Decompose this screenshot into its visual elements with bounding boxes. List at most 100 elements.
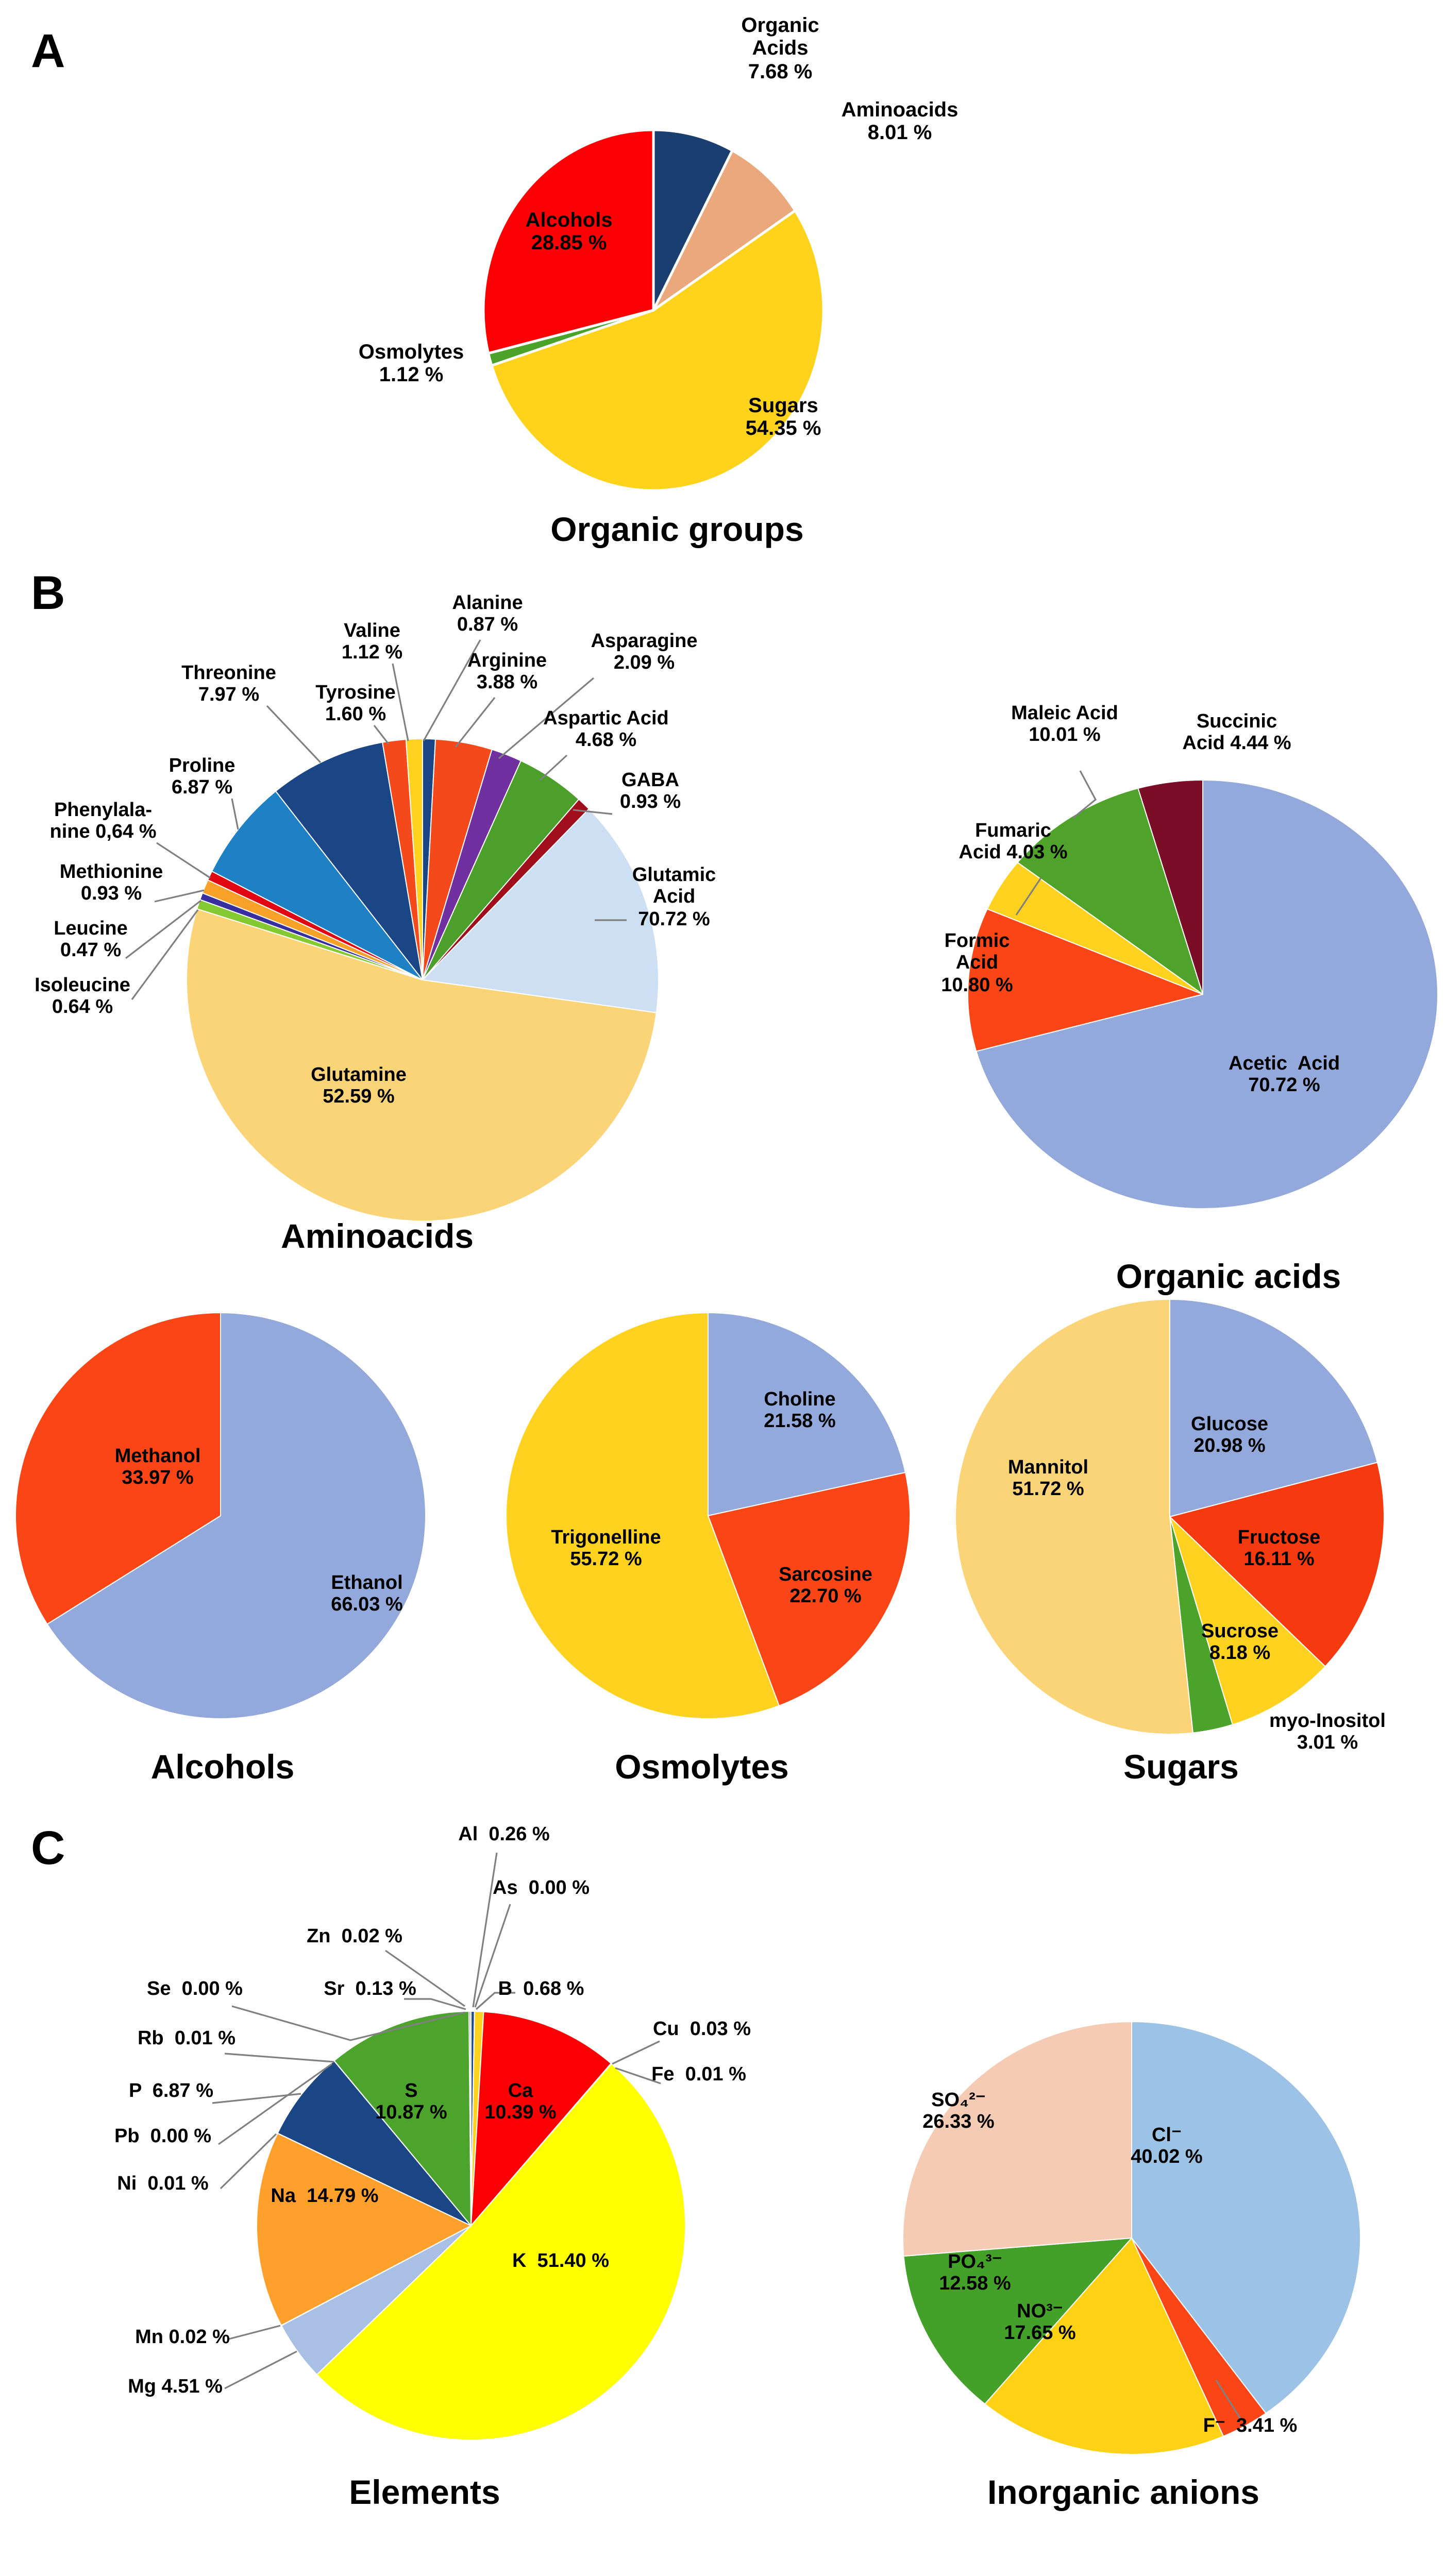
- leader-line-elements: [231, 2005, 465, 2041]
- leader-line-aminoacids: [231, 798, 239, 830]
- pie-slice-inorganic_anions-po43-: [903, 2238, 1132, 2405]
- slice-label-aminoacids-leucine: Leucine 0.47 %: [54, 918, 128, 962]
- slice-label-inorganic_anions-f-: F⁻ 3.41 %: [1203, 2415, 1298, 2437]
- leader-line-aminoacids: [573, 809, 613, 815]
- chart-title-osmolytes: Osmolytes: [615, 1748, 789, 1786]
- leader-line-aminoacids: [156, 842, 211, 879]
- leader-line-elements: [224, 2053, 334, 2063]
- slice-label-organic_groups-organic-acids: Organic Acids 7.68 %: [741, 14, 819, 83]
- pie-alcohols: [15, 1312, 427, 1719]
- pie-organic_acids: [967, 779, 1438, 1209]
- pie-slice-elements-zn: [470, 2010, 472, 2226]
- leader-line-aminoacids: [125, 900, 201, 959]
- pie-slice-organic_acids-maleic-acid: [1017, 788, 1203, 995]
- panel-label-b: B: [31, 566, 65, 619]
- slice-label-organic_acids-succinic-acid: Succinic Acid 4.44 %: [1182, 711, 1291, 755]
- leader-line-elements: [228, 2325, 281, 2340]
- pie-slice-organic_groups-sugars: [490, 209, 825, 492]
- leader-line-aminoacids: [392, 663, 409, 741]
- slice-label-organic_groups-aminoacids: Aminoacids 8.01 %: [841, 99, 959, 145]
- slice-label-elements-zn: Zn 0.02 %: [307, 1926, 402, 1947]
- pie-slice-sugars-glucose: [1169, 1299, 1378, 1517]
- leader-line-organic_acids: [1072, 770, 1097, 819]
- leader-line-elements: [224, 2350, 297, 2389]
- pie-organic_groups: [482, 128, 825, 492]
- pie-slice-elements-ca: [470, 2011, 612, 2226]
- pie-inorganic_anions: [902, 2021, 1361, 2455]
- slice-label-aminoacids-tyrosine: Tyrosine 1.60 %: [315, 682, 396, 726]
- slice-label-osmolytes-sarcosine: Sarcosine 22.70 %: [779, 1564, 872, 1608]
- pie-slice-inorganic_anions-cl-: [1131, 2021, 1361, 2414]
- chart-title-sugars: Sugars: [1123, 1748, 1239, 1786]
- slice-label-elements-fe: Fe 0.01 %: [651, 2064, 746, 2086]
- slice-label-sugars-mannitol: Mannitol 51.72 %: [1007, 1457, 1089, 1501]
- slice-label-elements-se: Se 0.00 %: [147, 1978, 243, 2000]
- pie-slice-elements-p: [277, 2060, 472, 2226]
- pie-slice-organic_acids-succinic-acid: [1137, 779, 1203, 995]
- leader-line-aminoacids: [131, 909, 199, 1000]
- slice-label-aminoacids-glutamic-acid: Glutamic Acid 70.72 %: [632, 865, 716, 930]
- pie-slice-organic_groups-alcohols: [482, 128, 655, 355]
- slice-label-organic_acids-acetic-acid: Acetic Acid 70.72 %: [1228, 1053, 1340, 1097]
- leader-line-aminoacids: [423, 639, 481, 741]
- slice-label-inorganic_anions-no3-: NO³⁻ 17.65 %: [1004, 2301, 1076, 2345]
- slice-label-organic_acids-fumaric-acid: Fumaric Acid 4.03 %: [959, 820, 1068, 864]
- panel-label-a: A: [31, 24, 65, 77]
- slice-label-aminoacids-phenylalanine: Phenylala- nine 0,64 %: [49, 800, 157, 843]
- pie-slice-sugars-mannitol: [955, 1299, 1193, 1735]
- slice-label-aminoacids-valine: Valine 1.12 %: [341, 620, 403, 664]
- slice-label-aminoacids-glutamine: Glutamine 52.59 %: [311, 1064, 407, 1108]
- pie-slice-elements-s: [333, 2011, 472, 2226]
- slice-label-elements-rb: Rb 0.01 %: [137, 2028, 236, 2049]
- pie-slice-elements-na: [256, 2132, 472, 2326]
- chart-title-aminoacids: Aminoacids: [280, 1217, 474, 1255]
- slice-label-organic_groups-alcohols: Alcohols 28.85 %: [525, 209, 613, 255]
- slice-label-elements-s: S 10.87 %: [375, 2080, 447, 2124]
- leader-line-aminoacids: [539, 754, 568, 781]
- pie-slice-alcohols-ethanol: [46, 1312, 427, 1719]
- pie-slice-organic_groups-organic-acids: [652, 128, 734, 312]
- pie-slice-organic_acids-formic-acid: [967, 908, 1203, 1052]
- slice-label-aminoacids-threonine: Threonine 7.97 %: [181, 663, 276, 706]
- pie-sugars: [955, 1299, 1385, 1735]
- slice-label-elements-mn: Mn 0.02 %: [135, 2327, 230, 2348]
- slice-label-aminoacids-isoleucine: Isoleucine 0.64 %: [35, 975, 130, 1019]
- pie-slice-aminoacids-valine: [405, 738, 423, 980]
- slice-label-sugars-fructose: Fructose 16.11 %: [1237, 1527, 1321, 1571]
- chart-title-organic_acids: Organic acids: [1116, 1257, 1341, 1295]
- slice-label-elements-na: Na 14.79 %: [271, 2185, 379, 2207]
- pie-aminoacids: [186, 738, 659, 1222]
- leader-line-aminoacids: [455, 697, 496, 748]
- slice-label-elements-al: Al 0.26 %: [458, 1824, 550, 1845]
- slice-label-inorganic_anions-so42-: SO₄²⁻ 26.33 %: [922, 2090, 995, 2133]
- pie-slice-sugars-fructose: [1169, 1462, 1385, 1667]
- slice-label-aminoacids-methionine: Methionine 0.93 %: [59, 861, 163, 905]
- pie-slice-aminoacids-glutamic-acid: [422, 808, 659, 1013]
- slice-label-elements-cu: Cu 0.03 %: [652, 2019, 751, 2040]
- slice-label-organic_groups-sugars: Sugars 54.35 %: [745, 395, 821, 440]
- chart-title-organic_groups: Organic groups: [550, 510, 804, 548]
- pie-slice-inorganic_anions-so42-: [902, 2021, 1132, 2257]
- chart-title-elements: Elements: [349, 2473, 500, 2511]
- slice-label-elements-ca: Ca 10.39 %: [484, 2080, 557, 2124]
- slice-label-aminoacids-aspartic-acid: Aspartic Acid 4.68 %: [543, 708, 669, 752]
- panel-label-c: C: [31, 1821, 65, 1874]
- pie-slice-organic_groups-aminoacids: [652, 149, 797, 312]
- slice-label-organic_acids-formic-acid: Formic Acid 10.80 %: [941, 930, 1013, 996]
- slice-label-alcohols-ethanol: Ethanol 66.03 %: [331, 1572, 403, 1616]
- slice-label-elements-p: P 6.87 %: [128, 2080, 214, 2102]
- slice-label-aminoacids-proline: Proline 6.87 %: [169, 755, 236, 799]
- leader-line-aminoacids: [373, 725, 390, 744]
- leader-line-inorganic_anions: [1215, 2380, 1242, 2420]
- leader-line-aminoacids: [266, 705, 322, 764]
- leader-line-organic_acids: [1015, 877, 1042, 916]
- slice-label-organic_groups-osmolytes: Osmolytes 1.12 %: [358, 341, 464, 387]
- pie-slice-aminoacids-glutamine: [186, 908, 657, 1222]
- slice-label-inorganic_anions-cl-: Cl⁻ 40.02 %: [1131, 2125, 1203, 2168]
- leader-line-elements: [615, 2067, 661, 2084]
- leader-line-elements: [612, 2040, 660, 2065]
- pie-slice-aminoacids-threonine: [275, 741, 423, 980]
- leader-line-elements: [475, 1992, 515, 2010]
